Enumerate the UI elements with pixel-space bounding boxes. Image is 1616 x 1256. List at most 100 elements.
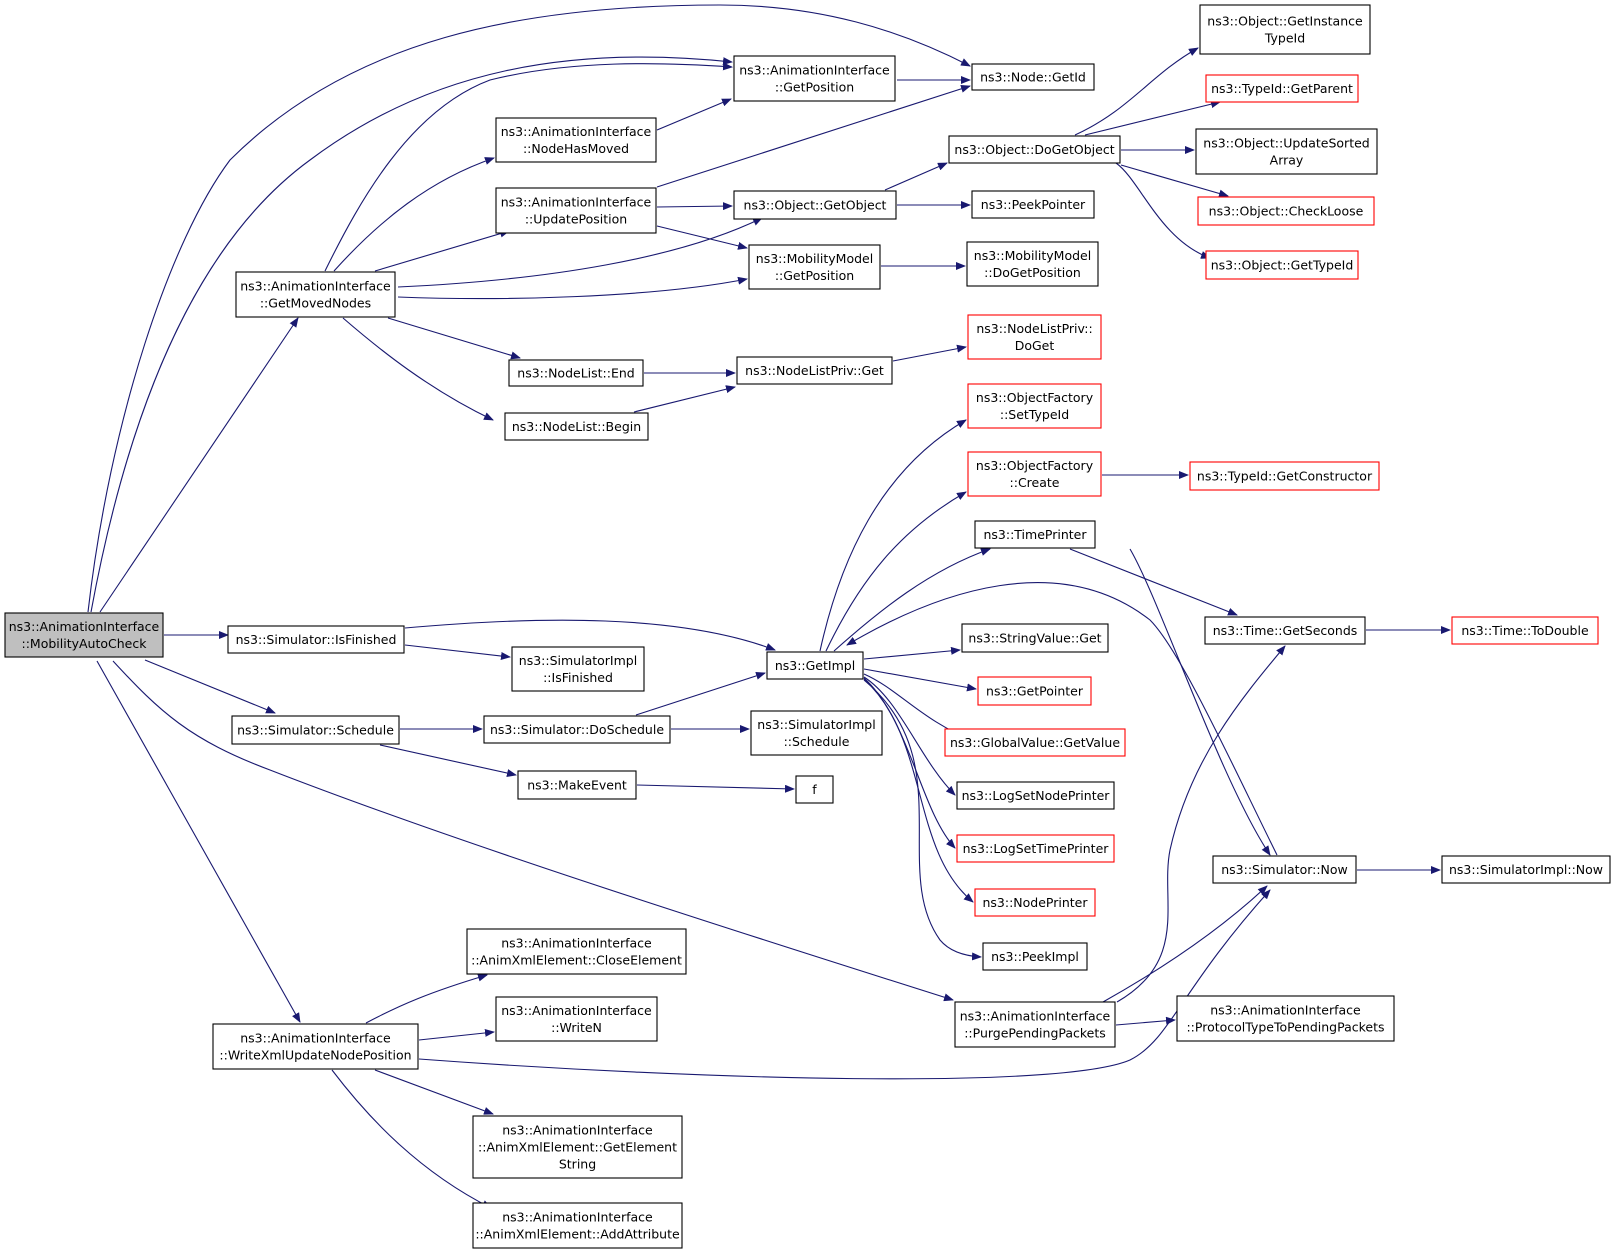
graph-node-timePrinter[interactable]: ns3::TimePrinter xyxy=(974,520,1096,549)
node-box xyxy=(977,676,1092,706)
call-edge-getImpl-to-timePrinter xyxy=(833,548,991,652)
call-edge-isFinished-to-getImpl xyxy=(404,619,776,651)
graph-node-getMovedNodes[interactable]: ns3::AnimationInterface::GetMovedNodes xyxy=(235,271,396,318)
node-label: ns3::Object::GetInstance xyxy=(1207,14,1363,29)
node-label: ns3::MobilityModel xyxy=(756,251,873,266)
graph-node-isFinished[interactable]: ns3::Simulator::IsFinished xyxy=(227,625,405,654)
node-box xyxy=(967,383,1102,429)
graph-node-updatePosition[interactable]: ns3::AnimationInterface::UpdatePosition xyxy=(495,187,657,234)
node-box xyxy=(466,928,687,975)
graph-node-writeXml[interactable]: ns3::AnimationInterface::WriteXmlUpdateN… xyxy=(212,1023,419,1070)
call-edge-root-to-getMovedNodes xyxy=(99,317,299,613)
node-label: ::AnimXmlElement::GetElement xyxy=(478,1140,677,1155)
graph-node-f[interactable]: f xyxy=(795,775,834,804)
node-label: ns3::AnimationInterface xyxy=(501,1003,652,1018)
graph-node-ofSetTypeId[interactable]: ns3::ObjectFactory::SetTypeId xyxy=(967,383,1102,429)
graph-node-simNow[interactable]: ns3::Simulator::Now xyxy=(1212,855,1357,884)
node-label: ns3::SimulatorImpl::Now xyxy=(1449,862,1603,877)
graph-node-simImplNow[interactable]: ns3::SimulatorImpl::Now xyxy=(1441,855,1611,884)
graph-node-aiGetPosition[interactable]: ns3::AnimationInterface::GetPosition xyxy=(733,55,896,102)
graph-node-getImpl[interactable]: ns3::GetImpl xyxy=(766,651,864,680)
graph-node-peekImpl[interactable]: ns3::PeekImpl xyxy=(982,942,1088,971)
graph-node-timeToDouble[interactable]: ns3::Time::ToDouble xyxy=(1451,616,1599,645)
graph-node-nlpGet[interactable]: ns3::NodeListPriv::Get xyxy=(736,356,893,385)
graph-node-timeGetSeconds[interactable]: ns3::Time::GetSeconds xyxy=(1204,616,1366,645)
graph-node-stringValueGet[interactable]: ns3::StringValue::Get xyxy=(961,623,1109,653)
node-label: Array xyxy=(1270,153,1304,168)
graph-node-simImplIsFinished[interactable]: ns3::SimulatorImpl::IsFinished xyxy=(511,646,645,692)
call-edge-makeEvent-to-f xyxy=(636,784,795,793)
node-label: ns3::NodeList::End xyxy=(517,366,634,381)
graph-node-getPointer[interactable]: ns3::GetPointer xyxy=(977,676,1092,706)
graph-node-addAttribute[interactable]: ns3::AnimationInterface::AnimXmlElement:… xyxy=(472,1202,683,1249)
call-edge-getMovedNodes-to-objGetObject xyxy=(397,217,763,288)
graph-node-doGetObject[interactable]: ns3::Object::DoGetObject xyxy=(948,135,1121,164)
call-edge-getMovedNodes-to-nodeListBegin xyxy=(342,317,494,421)
node-label: ns3::GlobalValue::GetValue xyxy=(950,735,1120,750)
node-label: ::Create xyxy=(1010,475,1060,490)
call-edge-writeXml-to-addAttribute xyxy=(331,1069,492,1209)
node-box xyxy=(971,63,1095,91)
graph-node-simImplSchedule[interactable]: ns3::SimulatorImpl::Schedule xyxy=(750,710,883,756)
graph-node-objGetObject[interactable]: ns3::Object::GetObject xyxy=(733,190,897,220)
call-edges xyxy=(87,4,1451,1209)
call-edge-nodeHasMoved-to-aiGetPosition xyxy=(656,98,732,131)
node-label: ::NodeHasMoved xyxy=(523,141,629,156)
node-box xyxy=(1212,855,1357,884)
graph-node-purgePending[interactable]: ns3::AnimationInterface::PurgePendingPac… xyxy=(954,1001,1116,1048)
graph-node-globalValueGetValue[interactable]: ns3::GlobalValue::GetValue xyxy=(944,728,1126,757)
graph-node-mmGetPosition[interactable]: ns3::MobilityModel::GetPosition xyxy=(748,244,881,290)
graph-node-writeN[interactable]: ns3::AnimationInterface::WriteN xyxy=(495,996,658,1042)
graph-node-root[interactable]: ns3::AnimationInterface::MobilityAutoChe… xyxy=(4,612,164,658)
node-box xyxy=(1441,855,1611,884)
graph-node-closeElement[interactable]: ns3::AnimationInterface::AnimXmlElement:… xyxy=(466,928,687,975)
call-edge-getMovedNodes-to-updatePosition xyxy=(374,229,510,272)
graph-node-nodeListBegin[interactable]: ns3::NodeList::Begin xyxy=(504,412,649,441)
node-label: ::GetPosition xyxy=(775,80,854,95)
node-box xyxy=(1189,461,1380,491)
graph-node-checkLoose[interactable]: ns3::Object::CheckLoose xyxy=(1197,196,1375,226)
graph-node-schedule[interactable]: ns3::Simulator::Schedule xyxy=(231,715,400,745)
call-edge-writeXml-to-writeN xyxy=(418,1028,495,1041)
node-label: ::WriteN xyxy=(551,1020,602,1035)
graph-node-doSchedule[interactable]: ns3::Simulator::DoSchedule xyxy=(483,715,671,744)
graph-node-getElementString[interactable]: ns3::AnimationInterface::AnimXmlElement:… xyxy=(472,1115,683,1179)
graph-node-protocolType[interactable]: ns3::AnimationInterface::ProtocolTypeToP… xyxy=(1176,995,1395,1042)
graph-node-nodeGetId[interactable]: ns3::Node::GetId xyxy=(971,63,1095,91)
graph-node-nodeHasMoved[interactable]: ns3::AnimationInterface::NodeHasMoved xyxy=(495,117,657,163)
call-edge-writeXml-to-closeElement xyxy=(365,973,488,1024)
node-box xyxy=(961,623,1109,653)
graph-node-mmDoGetPosition[interactable]: ns3::MobilityModel::DoGetPosition xyxy=(966,241,1099,287)
graph-node-nodePrinter[interactable]: ns3::NodePrinter xyxy=(974,888,1096,917)
graph-node-ofCreate[interactable]: ns3::ObjectFactory::Create xyxy=(967,451,1102,497)
node-box xyxy=(495,996,658,1042)
node-label: ns3::Time::GetSeconds xyxy=(1213,623,1358,638)
graph-node-logSetTimePrinter[interactable]: ns3::LogSetTimePrinter xyxy=(956,834,1115,863)
node-box xyxy=(227,625,405,654)
node-box xyxy=(1199,4,1371,55)
graph-node-getConstructor[interactable]: ns3::TypeId::GetConstructor xyxy=(1189,461,1380,491)
call-nodes: ns3::AnimationInterface::MobilityAutoChe… xyxy=(4,4,1611,1249)
node-label: ns3::LogSetTimePrinter xyxy=(963,841,1110,856)
node-label: ns3::AnimationInterface xyxy=(960,1009,1111,1024)
call-edge-doSchedule-to-getImpl xyxy=(635,671,766,716)
graph-node-typeIdGetParent[interactable]: ns3::TypeId::GetParent xyxy=(1205,74,1359,103)
node-label: ns3::PeekPointer xyxy=(981,197,1086,212)
node-label: ns3::AnimationInterface xyxy=(240,279,391,294)
graph-node-peekPointer[interactable]: ns3::PeekPointer xyxy=(971,190,1095,219)
node-label: ns3::AnimationInterface xyxy=(501,195,652,210)
graph-node-makeEvent[interactable]: ns3::MakeEvent xyxy=(517,770,637,800)
call-edge-getImpl-to-ofSetTypeId xyxy=(819,419,967,652)
graph-node-logSetNodePrinter[interactable]: ns3::LogSetNodePrinter xyxy=(956,781,1115,810)
call-edge-root-to-aiGetPosition xyxy=(90,56,733,613)
graph-node-nlpDoGet[interactable]: ns3::NodeListPriv::DoGet xyxy=(967,314,1102,360)
graph-node-objGetTypeId[interactable]: ns3::Object::GetTypeId xyxy=(1205,250,1359,280)
node-box xyxy=(971,190,1095,219)
graph-node-nodeListEnd[interactable]: ns3::NodeList::End xyxy=(508,359,644,387)
node-label: f xyxy=(812,782,817,797)
node-label: ns3::GetPointer xyxy=(986,684,1084,699)
node-box xyxy=(748,244,881,290)
node-label: ns3::StringValue::Get xyxy=(968,631,1101,646)
